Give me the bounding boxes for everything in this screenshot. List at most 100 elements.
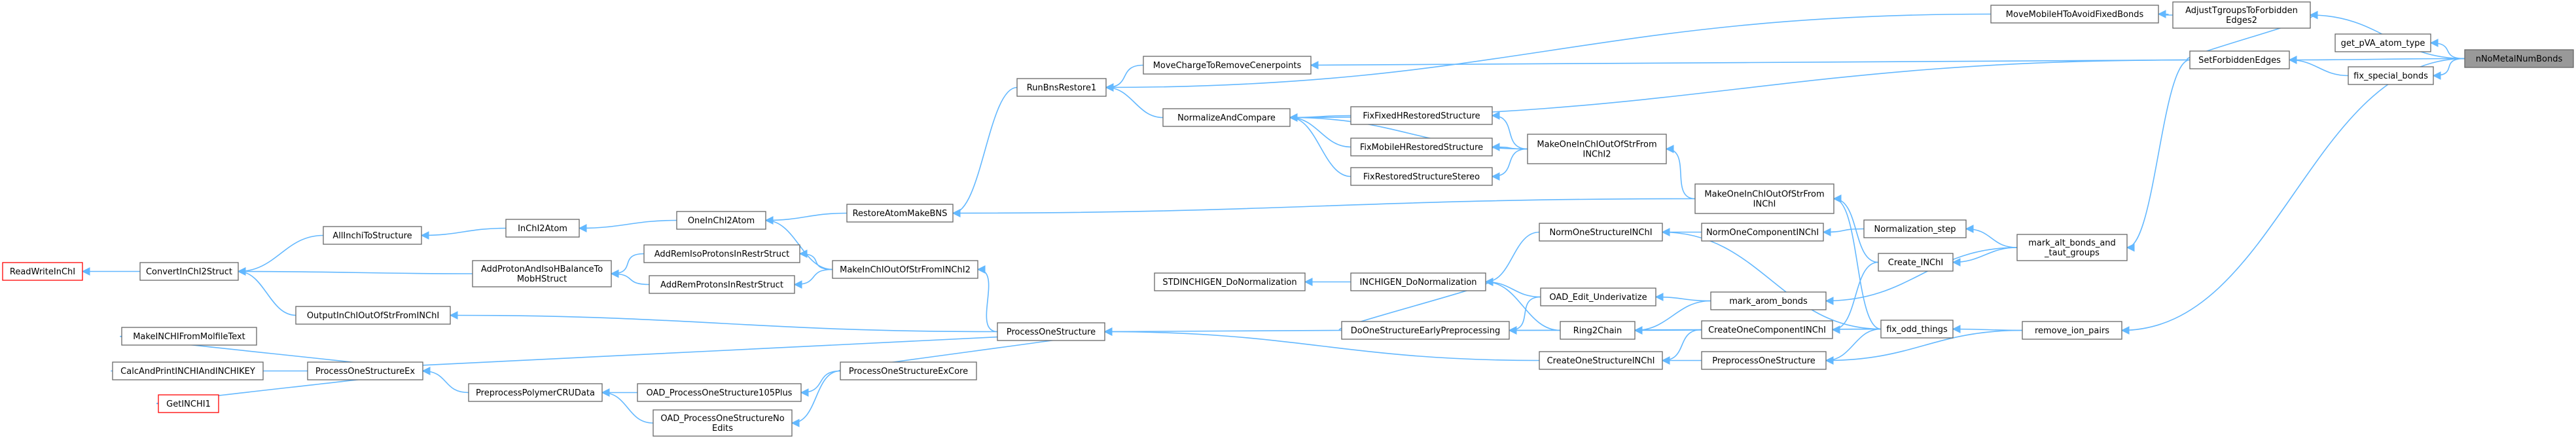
edge-add-proton-and-iso-hbalance-to-mob-hstruct-to-convert-in-ch-i2-struct (237, 267, 473, 276)
node-box (2, 262, 83, 281)
node-box (323, 226, 422, 245)
node-calc-and-print-inchiand-inchikey[interactable]: CalcAndPrintINCHIAndINCHIKEY (112, 361, 264, 380)
node-process-one-structure[interactable]: ProcessOneStructure (997, 322, 1105, 341)
node-convert-in-ch-i2-struct[interactable]: ConvertInChI2Struct (139, 262, 239, 281)
node-make-inchifrom-molfile-text[interactable]: MakeINCHIFromMolfileText (121, 327, 257, 346)
node-oad-edit-underivatize[interactable]: OAD_Edit_Underivatize (1540, 287, 1656, 306)
node-process-one-structure-ex-core[interactable]: ProcessOneStructureExCore (840, 361, 977, 380)
node-label: ReadWriteInChI (10, 267, 75, 277)
node-box (2348, 66, 2434, 85)
edge-fix-odd-things-to-preprocess-one-structure (1825, 328, 1882, 365)
node-label: Ring2Chain (1573, 326, 1622, 336)
node-normalization-step[interactable]: Normalization_step (1863, 219, 1967, 238)
node-add-rem-iso-protons-in-restr-struct[interactable]: AddRemIsoProtonsInRestrStruct (643, 244, 800, 263)
node-label: OneInChI2Atom (688, 216, 755, 226)
node-label: CalcAndPrintINCHIAndINCHIKEY (120, 367, 255, 377)
node-fix-special-bonds[interactable]: fix_special_bonds (2348, 66, 2434, 85)
node-box (1694, 183, 1834, 214)
node-move-mobile-hto-avoid-fixed-bonds[interactable]: MoveMobileHToAvoidFixedBonds (1990, 5, 2159, 24)
node-ring2-chain[interactable]: Ring2Chain (1560, 321, 1636, 340)
node-label: AddRemIsoProtonsInRestrStruct (654, 249, 789, 259)
node-oad-process-one-structure105-plus[interactable]: OAD_ProcessOneStructure105Plus (637, 383, 802, 402)
edge-in-ch-i2-atom-to-all-inchi-to-structure (420, 227, 507, 240)
node-get-inchi1[interactable]: GetINCHI1 (158, 394, 219, 413)
node-box (1350, 138, 1493, 157)
node-label: ProcessOneStructureEx (315, 367, 415, 377)
node-output-in-ch-iout-of-str-from-inch-i[interactable]: OutputInChIOutOfStrFromINChI (295, 306, 451, 325)
node-in-ch-i2-atom[interactable]: InChI2Atom (505, 219, 580, 238)
edge-process-one-structure-to-make-in-ch-iout-of-str-from-inch-i2 (976, 265, 998, 333)
node-preprocess-one-structure[interactable]: PreprocessOneStructure (1701, 351, 1827, 370)
node-norm-one-structure-inch-i[interactable]: NormOneStructureINChI (1539, 223, 1663, 242)
node-n-no-metal-num-bonds[interactable]: nNoMetalNumBonds (2464, 49, 2574, 68)
node-box (472, 260, 612, 287)
node-stdinchigen-do-normalization[interactable]: STDINCHIGEN_DoNormalization (1154, 272, 1306, 291)
node-label: ProcessOneStructureExCore (849, 367, 968, 377)
node-box (139, 262, 239, 281)
node-process-one-structure-ex[interactable]: ProcessOneStructureEx (307, 361, 423, 380)
node-norm-one-component-inch-i[interactable]: NormOneComponentINChI (1701, 223, 1824, 242)
node-box (468, 383, 603, 402)
node-all-inchi-to-structure[interactable]: AllInchiToStructure (323, 226, 422, 245)
node-label: INCHIGEN_DoNormalization (1359, 278, 1476, 287)
node-box (112, 361, 264, 380)
node-normalize-and-compare[interactable]: NormalizeAndCompare (1162, 108, 1291, 127)
node-move-charge-to-remove-cenerpoints[interactable]: MoveChargeToRemoveCenerpoints (1143, 56, 1312, 75)
node-one-in-ch-i2-atom[interactable]: OneInChI2Atom (676, 211, 766, 230)
node-label: ProcessOneStructure (1007, 327, 1096, 337)
edge-create-inch-i-to-make-one-in-ch-iout-of-str-from-inch-i (1833, 194, 1879, 263)
node-run-bns-restore1[interactable]: RunBnsRestore1 (1016, 78, 1107, 97)
edge-one-in-ch-i2-atom-to-in-ch-i2-atom (578, 219, 677, 232)
edge-normalization-step-to-norm-one-component-inch-i (1822, 228, 1865, 236)
node-create-one-structure-inch-i[interactable]: CreateOneStructureINChI (1539, 351, 1663, 370)
node-remove-ion-pairs[interactable]: remove_ion_pairs (2022, 321, 2122, 340)
node-label: STDINCHIGEN_DoNormalization (1162, 278, 1297, 287)
node-read-write-in-ch-i[interactable]: ReadWriteInChI (2, 262, 83, 281)
node-fix-odd-things[interactable]: fix_odd_things (1880, 320, 1954, 339)
node-label: INChI (1753, 200, 1776, 210)
node-fix-restored-structure-stereo[interactable]: FixRestoredStructureStereo (1350, 167, 1493, 186)
node-box (832, 260, 978, 279)
node-label: remove_ion_pairs (2035, 326, 2109, 336)
edge-restore-atom-make-bns-to-one-in-ch-i2-atom (764, 212, 848, 225)
node-mark-arom-bonds[interactable]: mark_arom_bonds (1710, 291, 1827, 310)
node-create-one-component-inch-i[interactable]: CreateOneComponentINChI (1701, 320, 1833, 339)
edge-make-one-in-ch-iout-of-str-from-inch-i2-to-fix-mobile-hrestored-structure (1491, 143, 1528, 151)
node-set-forbidden-edges[interactable]: SetForbiddenEdges (2189, 50, 2290, 69)
node-fix-fixed-hrestored-structure[interactable]: FixFixedHRestoredStructure (1350, 106, 1493, 125)
node-label: NormOneStructureINChI (1549, 228, 1652, 238)
node-preprocess-polymer-crudata[interactable]: PreprocessPolymerCRUData (468, 383, 603, 402)
node-mark-alt-bonds-and-taut-groups[interactable]: mark_alt_bonds_and_taut_groups (2016, 234, 2128, 261)
edge-remove-ion-pairs-to-preprocess-one-structure (1825, 329, 2023, 365)
node-label: FixFixedHRestoredStructure (1363, 111, 1480, 121)
edge-make-one-in-ch-iout-of-str-from-inch-i2-to-fix-restored-structure-stereo (1491, 148, 1528, 181)
node-make-in-ch-iout-of-str-from-inch-i2[interactable]: MakeInChIOutOfStrFromINChI2 (832, 260, 978, 279)
node-add-rem-protons-in-restr-struct[interactable]: AddRemProtonsInRestrStruct (649, 275, 795, 294)
node-box (2016, 234, 2128, 261)
node-box (676, 211, 766, 230)
node-label: Edits (712, 424, 733, 433)
edge-oad-edit-underivatize-to-do-one-structure-early-preprocessing (1508, 296, 1541, 335)
edge-output-in-ch-iout-of-str-from-inch-i-to-convert-in-ch-i2-struct (237, 267, 296, 316)
node-get-p-va-atom-type[interactable]: get_pVA_atom_type (2334, 33, 2431, 52)
node-box (1162, 108, 1291, 127)
edge-add-rem-iso-protons-in-restr-struct-to-add-proton-and-iso-hbalance-to-mob-hstruct (610, 253, 645, 278)
node-box (840, 361, 977, 380)
node-inchigen-do-normalization[interactable]: INCHIGEN_DoNormalization (1350, 272, 1486, 291)
node-restore-atom-make-bns[interactable]: RestoreAtomMakeBNS (846, 204, 954, 223)
edge-move-charge-to-remove-cenerpoints-to-run-bns-restore1 (1105, 64, 1144, 92)
node-create-inch-i[interactable]: Create_INChI (1878, 253, 1954, 272)
edge-mark-alt-bonds-and-taut-groups-to-mark-arom-bonds (1825, 247, 2018, 305)
node-fix-mobile-hrestored-structure[interactable]: FixMobileHRestoredStructure (1350, 138, 1493, 157)
node-box (2022, 321, 2122, 340)
node-box (1350, 106, 1493, 125)
node-do-one-structure-early-preprocessing[interactable]: DoOneStructureEarlyPreprocessing (1341, 321, 1510, 340)
edges-layer (81, 10, 2465, 428)
node-box (1527, 134, 1667, 164)
